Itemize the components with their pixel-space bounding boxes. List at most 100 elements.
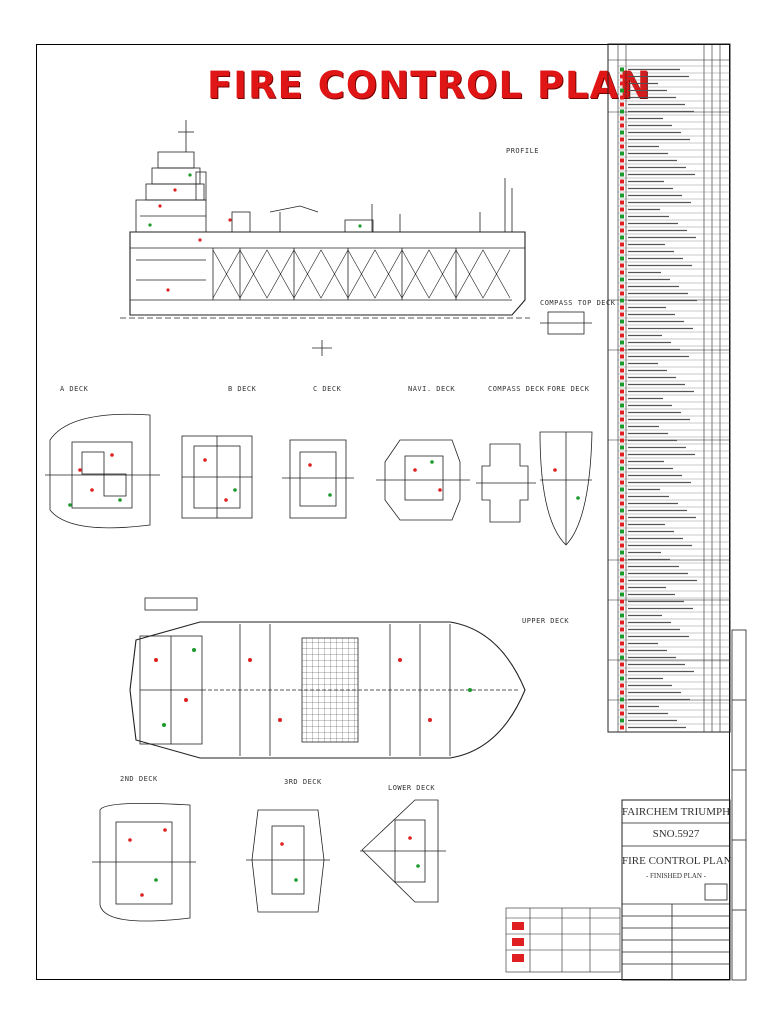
abbreviation-table: [505, 907, 621, 973]
legend-symbols: [620, 67, 697, 730]
legend-symbol: [620, 123, 624, 128]
legend-symbol: [620, 242, 624, 247]
legend-symbol: [620, 347, 624, 352]
legend-table-rows: [618, 65, 730, 725]
legend-symbol: [620, 487, 624, 492]
legend-symbol: [620, 200, 624, 205]
fore-deck-plan: [539, 431, 593, 546]
legend-symbol: [620, 67, 624, 72]
legend-symbol: [620, 284, 624, 289]
legend-symbol: [620, 179, 624, 184]
legend-symbol: [620, 606, 624, 611]
legend-symbol: [620, 683, 624, 688]
legend-symbol: [620, 452, 624, 457]
fore-deck-label: FORE DECK: [547, 385, 590, 393]
legend-symbol: [620, 634, 624, 639]
legend-symbol: [620, 137, 624, 142]
legend-symbol: [620, 354, 624, 359]
legend-symbol: [620, 557, 624, 562]
legend-symbol: [620, 585, 624, 590]
legend-symbol: [620, 158, 624, 163]
legend-symbol: [620, 494, 624, 499]
compass-top-label: COMPASS TOP DECK: [540, 299, 616, 307]
legend-symbol: [620, 151, 624, 156]
legend-symbol: [620, 648, 624, 653]
legend-symbol: [620, 81, 624, 86]
legend-symbol: [620, 249, 624, 254]
profile-label: PROFILE: [506, 147, 540, 155]
b-deck-plan: [181, 435, 253, 519]
legend-symbol: [620, 410, 624, 415]
legend-symbol: [620, 382, 624, 387]
title-block: [621, 629, 747, 981]
legend-symbol: [620, 116, 624, 121]
legend-symbol: [620, 508, 624, 513]
legend-symbol: [620, 144, 624, 149]
second-deck-label: 2ND DECK: [120, 775, 158, 783]
legend-symbol: [620, 725, 624, 730]
legend-symbol: [620, 130, 624, 135]
legend-symbol: [620, 88, 624, 93]
legend-symbol: [620, 536, 624, 541]
c-deck-label: C DECK: [313, 385, 342, 393]
lower-deck-label: LOWER DECK: [388, 784, 436, 792]
legend-symbol: [620, 165, 624, 170]
legend-symbol: [620, 669, 624, 674]
legend-symbol: [620, 389, 624, 394]
legend-symbol: [620, 522, 624, 527]
legend-symbol: [620, 291, 624, 296]
upper-deck-plan: [129, 597, 526, 759]
legend-symbol: [620, 592, 624, 597]
title-block-subtitle: - FINISHED PLAN -: [645, 872, 707, 880]
legend-symbol: [620, 326, 624, 331]
third-deck-plan: [246, 809, 330, 913]
compass-deck-label: COMPASS DECK: [488, 385, 545, 393]
legend-symbol: [620, 368, 624, 373]
legend-symbol: [620, 550, 624, 555]
legend-symbol: [620, 466, 624, 471]
hull-number: SNO.5927: [652, 828, 700, 840]
legend-symbol: [620, 221, 624, 226]
legend-symbol: [620, 361, 624, 366]
legend-symbol: [620, 312, 624, 317]
legend-symbol: [620, 655, 624, 660]
ship-name: FAIRCHEM TRIUMPH: [622, 806, 731, 818]
legend-symbol: [620, 207, 624, 212]
legend-symbol: [620, 396, 624, 401]
legend-symbol: [620, 578, 624, 583]
legend-symbol: [620, 305, 624, 310]
legend-symbol: [620, 529, 624, 534]
legend-symbol: [620, 102, 624, 107]
upper-deck-label: UPPER DECK: [522, 617, 570, 625]
third-deck-label: 3RD DECK: [284, 778, 322, 786]
legend-symbol: [620, 270, 624, 275]
second-deck-plan: [92, 802, 196, 922]
legend-symbol: [620, 641, 624, 646]
page-title: FIRE CONTROL PLAN: [207, 64, 652, 107]
a-deck-plan: [45, 413, 160, 529]
legend-symbol: [620, 718, 624, 723]
title-block-drawing-title: FIRE CONTROL PLAN: [622, 855, 732, 867]
legend-symbol: [620, 564, 624, 569]
legend-symbol: [620, 228, 624, 233]
legend-symbol: [620, 473, 624, 478]
profile-view: [120, 120, 592, 356]
legend-symbol: [620, 375, 624, 380]
legend-symbol: [620, 515, 624, 520]
legend-symbol: [620, 599, 624, 604]
legend-symbol: [620, 214, 624, 219]
legend-symbol: [620, 676, 624, 681]
legend-symbol: [620, 445, 624, 450]
a-deck-label: A DECK: [60, 385, 89, 393]
legend-symbol: [620, 627, 624, 632]
legend-symbol: [620, 319, 624, 324]
lower-deck-plan: [360, 799, 446, 903]
legend-symbol: [620, 543, 624, 548]
legend-symbol: [620, 711, 624, 716]
legend-symbol: [620, 277, 624, 282]
legend-symbol: [620, 74, 624, 79]
legend-symbol: [620, 333, 624, 338]
legend-symbol: [620, 690, 624, 695]
